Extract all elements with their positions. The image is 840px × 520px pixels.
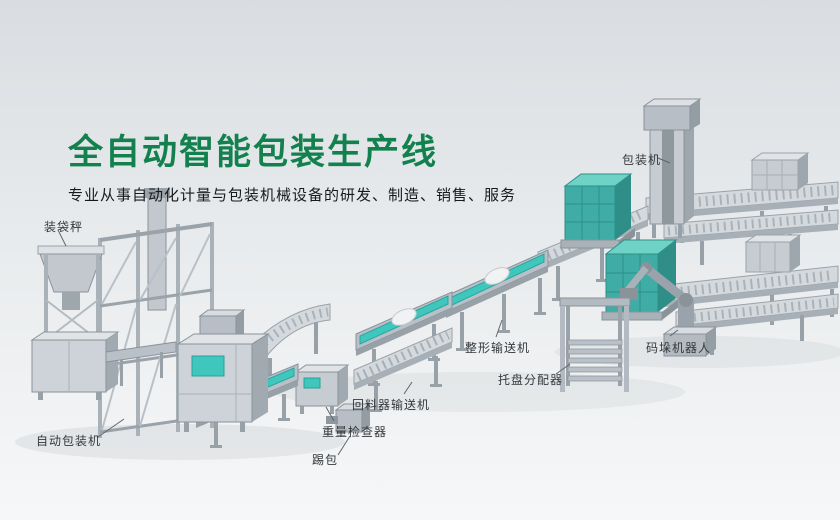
- palletized-stack-1: [560, 173, 635, 249]
- pallet-load-gray-1: [750, 152, 810, 191]
- label-return-feeder-conveyor: 回料器输送机: [352, 398, 431, 412]
- palletized-stack-2: [601, 239, 680, 321]
- kick-bag-device: [326, 403, 372, 433]
- label-shaping-conveyor: 整形输送机: [465, 341, 531, 355]
- pallet-dispenser: [559, 297, 631, 392]
- label-bagging-scale: 装袋秤: [44, 220, 84, 234]
- page-title: 全自动智能包装生产线: [68, 133, 439, 172]
- page-subtitle: 专业从事自动化计量与包装机械设备的研发、制造、销售、服务: [68, 187, 517, 204]
- weight-checker: [294, 364, 350, 414]
- shaping-conveyor: [445, 249, 549, 351]
- label-pallet-dispenser: 托盘分配器: [498, 373, 564, 387]
- label-kick-bag: 踢包: [312, 453, 339, 467]
- bag-on-belt: [484, 267, 510, 285]
- label-connector-lines: [57, 157, 679, 456]
- label-packaging-machine: 包装机: [622, 153, 662, 167]
- auto-packing-machine: [176, 309, 270, 432]
- packaging-machine-tower: [642, 98, 702, 238]
- pallet-load-gray-2: [744, 234, 802, 273]
- palletizing-robot: [620, 262, 718, 357]
- label-weight-checker: 重量检查器: [322, 425, 388, 439]
- scale-link-conveyor: [105, 341, 177, 386]
- label-palletizing-robot: 码垛机器人: [646, 341, 712, 355]
- return-feeder-conveyor: [353, 327, 453, 412]
- bagging-scale: [30, 245, 120, 400]
- right-lower-roller-conveyors: [655, 234, 839, 355]
- right-upper-roller-conveyors: [645, 152, 839, 265]
- label-auto-packing-machine: 自动包装机: [36, 434, 102, 448]
- bag-on-belt: [391, 308, 417, 326]
